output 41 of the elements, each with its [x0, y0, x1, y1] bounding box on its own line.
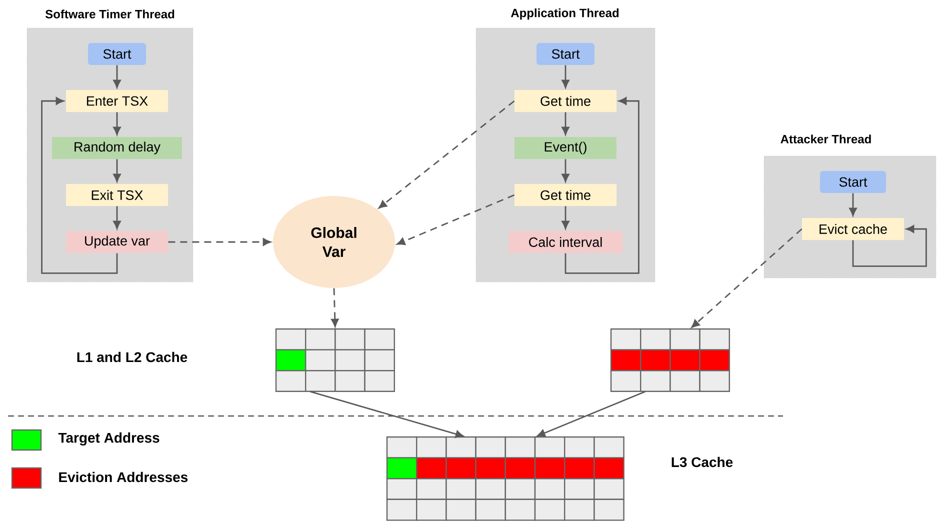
arrow [536, 390, 646, 437]
arrow [310, 390, 464, 438]
process-box: Event() [514, 137, 616, 159]
process-box: Enter TSX [66, 90, 168, 112]
process-box: Calc interval [508, 231, 622, 253]
arrow [564, 97, 640, 274]
process-box: Exit TSX [66, 184, 168, 206]
arrow [852, 225, 927, 267]
cache-grid [386, 436, 624, 521]
process-box: Start [536, 43, 594, 65]
arrow [562, 65, 570, 88]
arrow [113, 112, 121, 136]
process-box: Get time [514, 184, 616, 206]
node-label: Software Timer Thread [45, 10, 174, 18]
process-box: Evict cache [802, 218, 904, 240]
arrow [41, 97, 118, 274]
node-label: Attacker Thread [780, 134, 871, 144]
process-box: Update var [66, 231, 168, 253]
arrow [113, 65, 121, 88]
legend-label: Target Address [58, 432, 160, 446]
arrow [113, 206, 121, 230]
process-box: Start [820, 171, 886, 193]
arrow [113, 159, 121, 182]
cache-label: L1 and L2 Cache [77, 352, 188, 362]
arrow [378, 100, 515, 209]
process-box: Get time [514, 90, 616, 112]
cache-label: L3 Cache [672, 456, 733, 468]
arrow [849, 193, 857, 216]
arrow [331, 288, 339, 328]
arrow [562, 159, 570, 182]
legend-label: Eviction Addresses [59, 472, 188, 482]
cache-grid [275, 328, 395, 392]
process-box: Random delay [52, 137, 182, 159]
arrow [396, 194, 515, 245]
node-label: Application Thread [510, 8, 619, 20]
cache-grid [610, 328, 730, 392]
arrow [168, 238, 272, 246]
arrow [562, 112, 570, 136]
arrow [562, 206, 570, 230]
process-box: Start [88, 43, 146, 65]
arrow [691, 228, 802, 328]
